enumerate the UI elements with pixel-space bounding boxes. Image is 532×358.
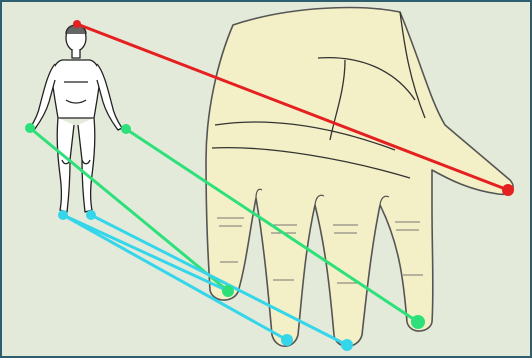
- figure-neck: [72, 50, 80, 58]
- figure-right-leg: [78, 118, 95, 212]
- left-foot-to-index-line: [63, 215, 228, 291]
- left-foot-dot: [58, 210, 68, 220]
- figure-torso: [52, 60, 100, 118]
- figure-right-arm: [97, 64, 122, 130]
- right-foot-dot: [86, 210, 96, 220]
- figure-left-arm: [30, 64, 55, 130]
- right-hand-dot: [121, 124, 131, 134]
- little-finger-tip-dot: [411, 315, 425, 329]
- head-dot: [73, 20, 81, 28]
- middle-finger-tip-dot: [281, 334, 293, 346]
- thumb-tip-dot: [502, 184, 514, 196]
- left-hand-dot: [25, 123, 35, 133]
- left-foot-to-middle-line: [63, 215, 287, 340]
- figure-left-leg: [57, 118, 74, 212]
- ring-finger-tip-dot: [341, 339, 353, 351]
- human-figure-icon: [30, 25, 122, 212]
- index-finger-tip-dot: [222, 285, 234, 297]
